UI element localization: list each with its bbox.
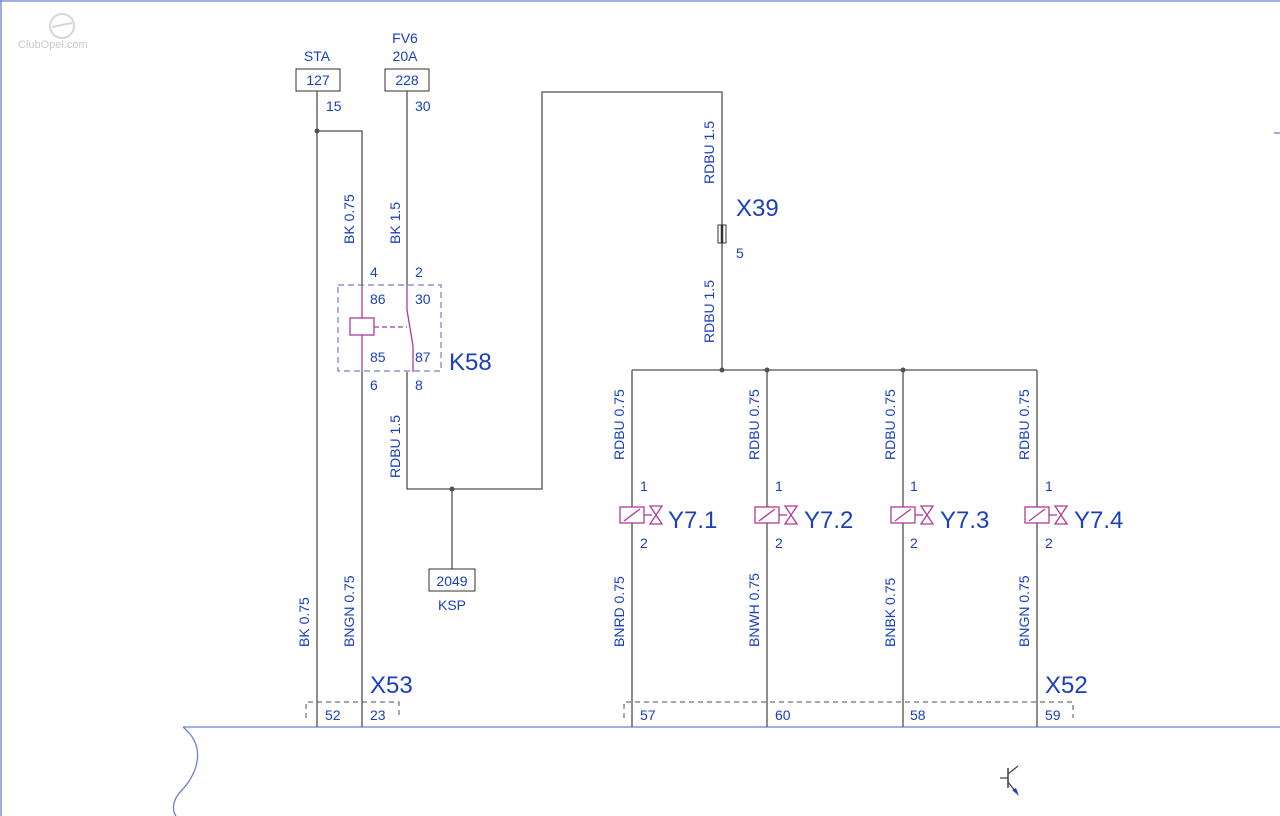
valve-4-pin-1: 1 — [1045, 478, 1053, 494]
junction-bus-1 — [719, 367, 725, 373]
solenoid-valve-icon — [890, 505, 935, 525]
wire-label-bk075-upper: BK 0.75 — [341, 194, 357, 244]
wire-relay87-loop — [406, 91, 723, 490]
valve-3-name: Y7.3 — [940, 507, 989, 534]
x52-pin-60: 60 — [775, 707, 791, 723]
x52-pin-57: 57 — [640, 707, 656, 723]
wire-label-rdbu15-mid: RDBU 1.5 — [701, 280, 717, 343]
relay-k58-name: K58 — [449, 349, 492, 376]
wire-label-y2-bottom: BNWH 0.75 — [746, 573, 762, 647]
terminal-228-number: 228 — [395, 72, 419, 88]
watermark-logo: ClubOpel.com — [18, 13, 88, 51]
ksp-label: KSP — [438, 597, 466, 613]
x53-pin-52: 52 — [325, 707, 341, 723]
wire-label-rdbu15-top: RDBU 1.5 — [701, 121, 717, 184]
sta-label: STA — [304, 48, 331, 64]
valve-1-name: Y7.1 — [668, 507, 717, 534]
connector-x39-pin: 5 — [736, 245, 744, 261]
valve-1-pin-1: 1 — [640, 478, 648, 494]
x53-pin-23: 23 — [370, 707, 386, 723]
connector-x39-icon — [717, 224, 727, 244]
terminal-127-number: 127 — [306, 72, 330, 88]
relay-pin-85: 85 — [370, 349, 386, 365]
wire-label-y4-bottom: BNGN 0.75 — [1016, 575, 1032, 647]
wire-label-bk075-lower: BK 0.75 — [296, 597, 312, 647]
terminal-127-pin: 15 — [326, 98, 342, 114]
wire-label-y1-bottom: BNRD 0.75 — [611, 576, 627, 647]
relay-pin-2: 2 — [415, 264, 423, 280]
connector-x53-outline — [305, 701, 400, 718]
solenoid-valve-icon — [1024, 505, 1069, 525]
wire-label-y2-top: RDBU 0.75 — [746, 389, 762, 460]
connector-x39-name: X39 — [736, 195, 779, 222]
wire-label-y3-top: RDBU 0.75 — [882, 389, 898, 460]
relay-k58-outline — [337, 284, 442, 372]
connector-x52-name: X52 — [1045, 672, 1088, 699]
relay-pin-8: 8 — [415, 377, 423, 393]
x52-pin-58: 58 — [910, 707, 926, 723]
relay-pin-6: 6 — [370, 377, 378, 393]
relay-pin-4: 4 — [370, 264, 378, 280]
terminal-2049-box — [428, 568, 476, 592]
fv6-label: FV6 — [392, 30, 418, 46]
wire-label-bngn075-left: BNGN 0.75 — [341, 575, 357, 647]
terminal-2049-number: 2049 — [436, 573, 467, 589]
relay-pin-87: 87 — [415, 349, 431, 365]
wire-sta-to-relay86 — [317, 130, 363, 285]
fv6-rating: 20A — [393, 48, 419, 64]
wire-label-rdbu15-relay: RDBU 1.5 — [387, 415, 403, 478]
wire-label-y4-top: RDBU 0.75 — [1016, 389, 1032, 460]
terminal-127-box — [295, 68, 341, 92]
relay-pin-30: 30 — [415, 291, 431, 307]
valve-4-name: Y7.4 — [1074, 507, 1123, 534]
wire-label-y3-bottom: BNBK 0.75 — [882, 578, 898, 647]
relay-coil-icon — [349, 285, 414, 372]
relay-pin-86: 86 — [370, 291, 386, 307]
valve-3-pin-1: 1 — [910, 478, 918, 494]
valve-2-name: Y7.2 — [804, 507, 853, 534]
watermark-text: ClubOpel.com — [18, 39, 88, 51]
connector-x53-name: X53 — [370, 672, 413, 699]
solenoid-valve-icon — [754, 505, 799, 525]
valve-2-pin-1: 1 — [775, 478, 783, 494]
transistor-icon — [1000, 765, 1019, 796]
valve-1-pin-2: 2 — [640, 535, 648, 551]
terminal-228-pin: 30 — [415, 98, 431, 114]
valve-4-pin-2: 2 — [1045, 535, 1053, 551]
wire-label-y1-top: RDBU 0.75 — [611, 389, 627, 460]
solenoid-valve-icon — [619, 505, 664, 525]
valve-2-pin-2: 2 — [775, 535, 783, 551]
frame-break-curve — [172, 726, 199, 816]
connector-x52-outline — [623, 701, 1074, 718]
valve-3-pin-2: 2 — [910, 535, 918, 551]
wire-label-bk15: BK 1.5 — [387, 202, 403, 244]
x52-pin-59: 59 — [1045, 707, 1061, 723]
